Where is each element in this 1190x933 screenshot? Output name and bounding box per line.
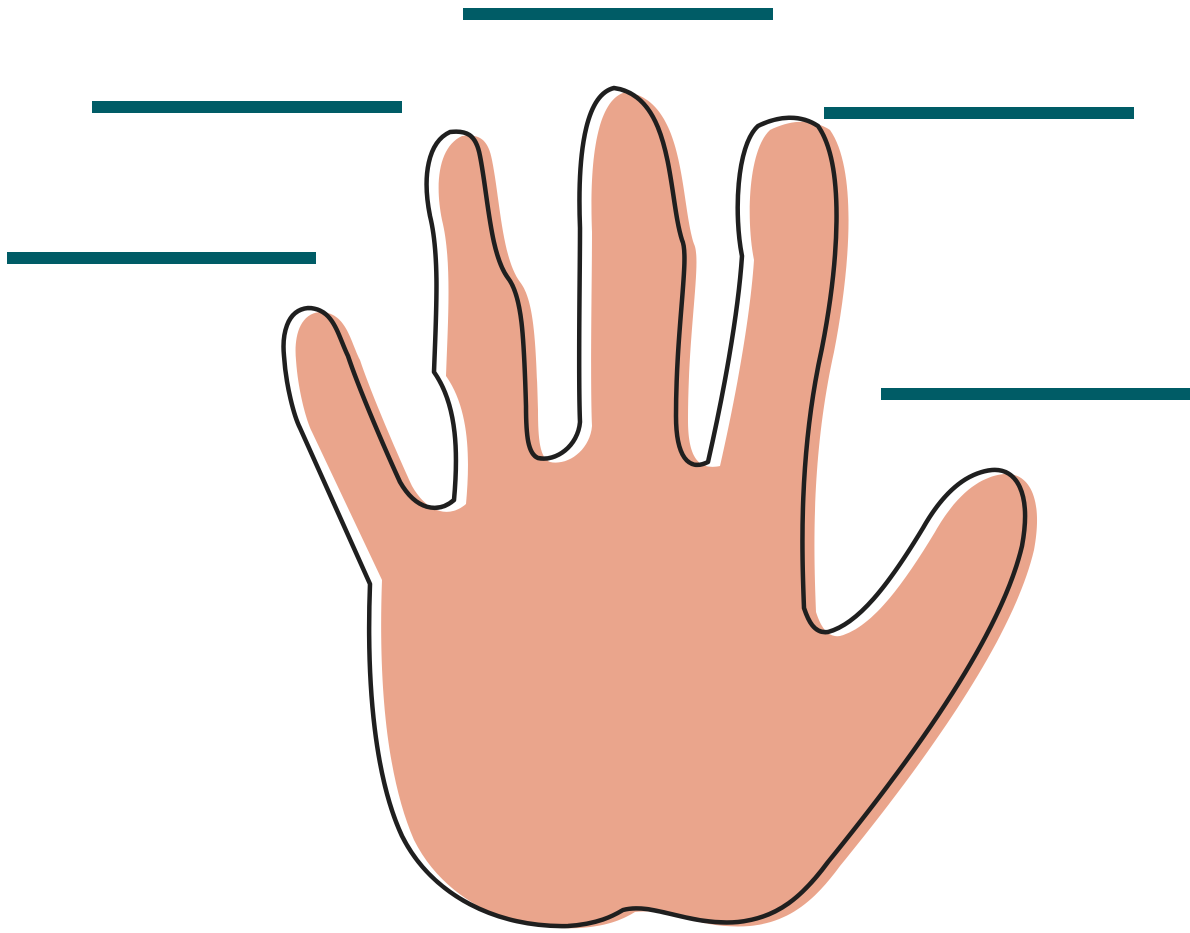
label-line-ring — [92, 101, 402, 113]
label-line-middle — [463, 8, 773, 20]
label-line-pinky — [7, 252, 316, 264]
hand-fill — [296, 92, 1037, 928]
label-line-index — [824, 107, 1134, 119]
label-line-thumb — [881, 388, 1190, 400]
